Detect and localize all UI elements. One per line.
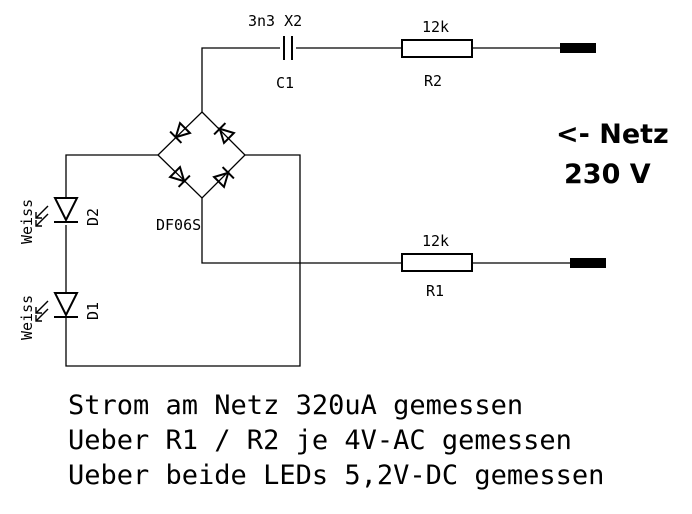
led-d1: D1 Weiss: [18, 292, 102, 340]
bridge-diode-lower-left: [168, 165, 191, 188]
c1-ref: C1: [276, 74, 294, 92]
d1-ref: D1: [84, 302, 102, 320]
note-line-1: Strom am Netz 320uA gemessen: [68, 390, 523, 421]
mains-voltage: 230 V: [564, 159, 651, 190]
d1-color: Weiss: [18, 295, 36, 340]
bridge-ref: DF06S: [156, 216, 201, 234]
bridge-diode-upper-left: [169, 121, 192, 144]
d1-emission-arrows-icon: [35, 300, 49, 322]
wires: [65, 47, 570, 367]
r2-ref: R2: [424, 72, 442, 90]
r1-value: 12k: [422, 232, 449, 250]
bridge-diode-upper-right: [213, 122, 236, 145]
note-line-2: Ueber R1 / R2 je 4V-AC gemessen: [68, 425, 572, 456]
c1-value: 3n3 X2: [248, 12, 302, 30]
d2-emission-arrows-icon: [35, 205, 49, 227]
r2-value: 12k: [422, 18, 449, 36]
resistor-r1: 12k R1: [401, 232, 473, 300]
note-line-3: Ueber beide LEDs 5,2V-DC gemessen: [68, 460, 604, 491]
d2-color: Weiss: [18, 199, 36, 244]
mains-terminal-top: [560, 43, 596, 53]
d2-ref: D2: [84, 208, 102, 226]
capacitor-c1: 3n3 X2 C1: [248, 12, 302, 92]
mains-terminal-bottom: [570, 258, 606, 268]
bridge-rectifier: DF06S: [156, 111, 246, 234]
resistor-r2: 12k R2: [401, 18, 473, 90]
bridge-diode-lower-right: [212, 166, 235, 189]
led-d2: D2 Weiss: [18, 197, 102, 244]
mains-arrow-label: <- Netz: [556, 119, 669, 150]
r1-ref: R1: [426, 282, 444, 300]
